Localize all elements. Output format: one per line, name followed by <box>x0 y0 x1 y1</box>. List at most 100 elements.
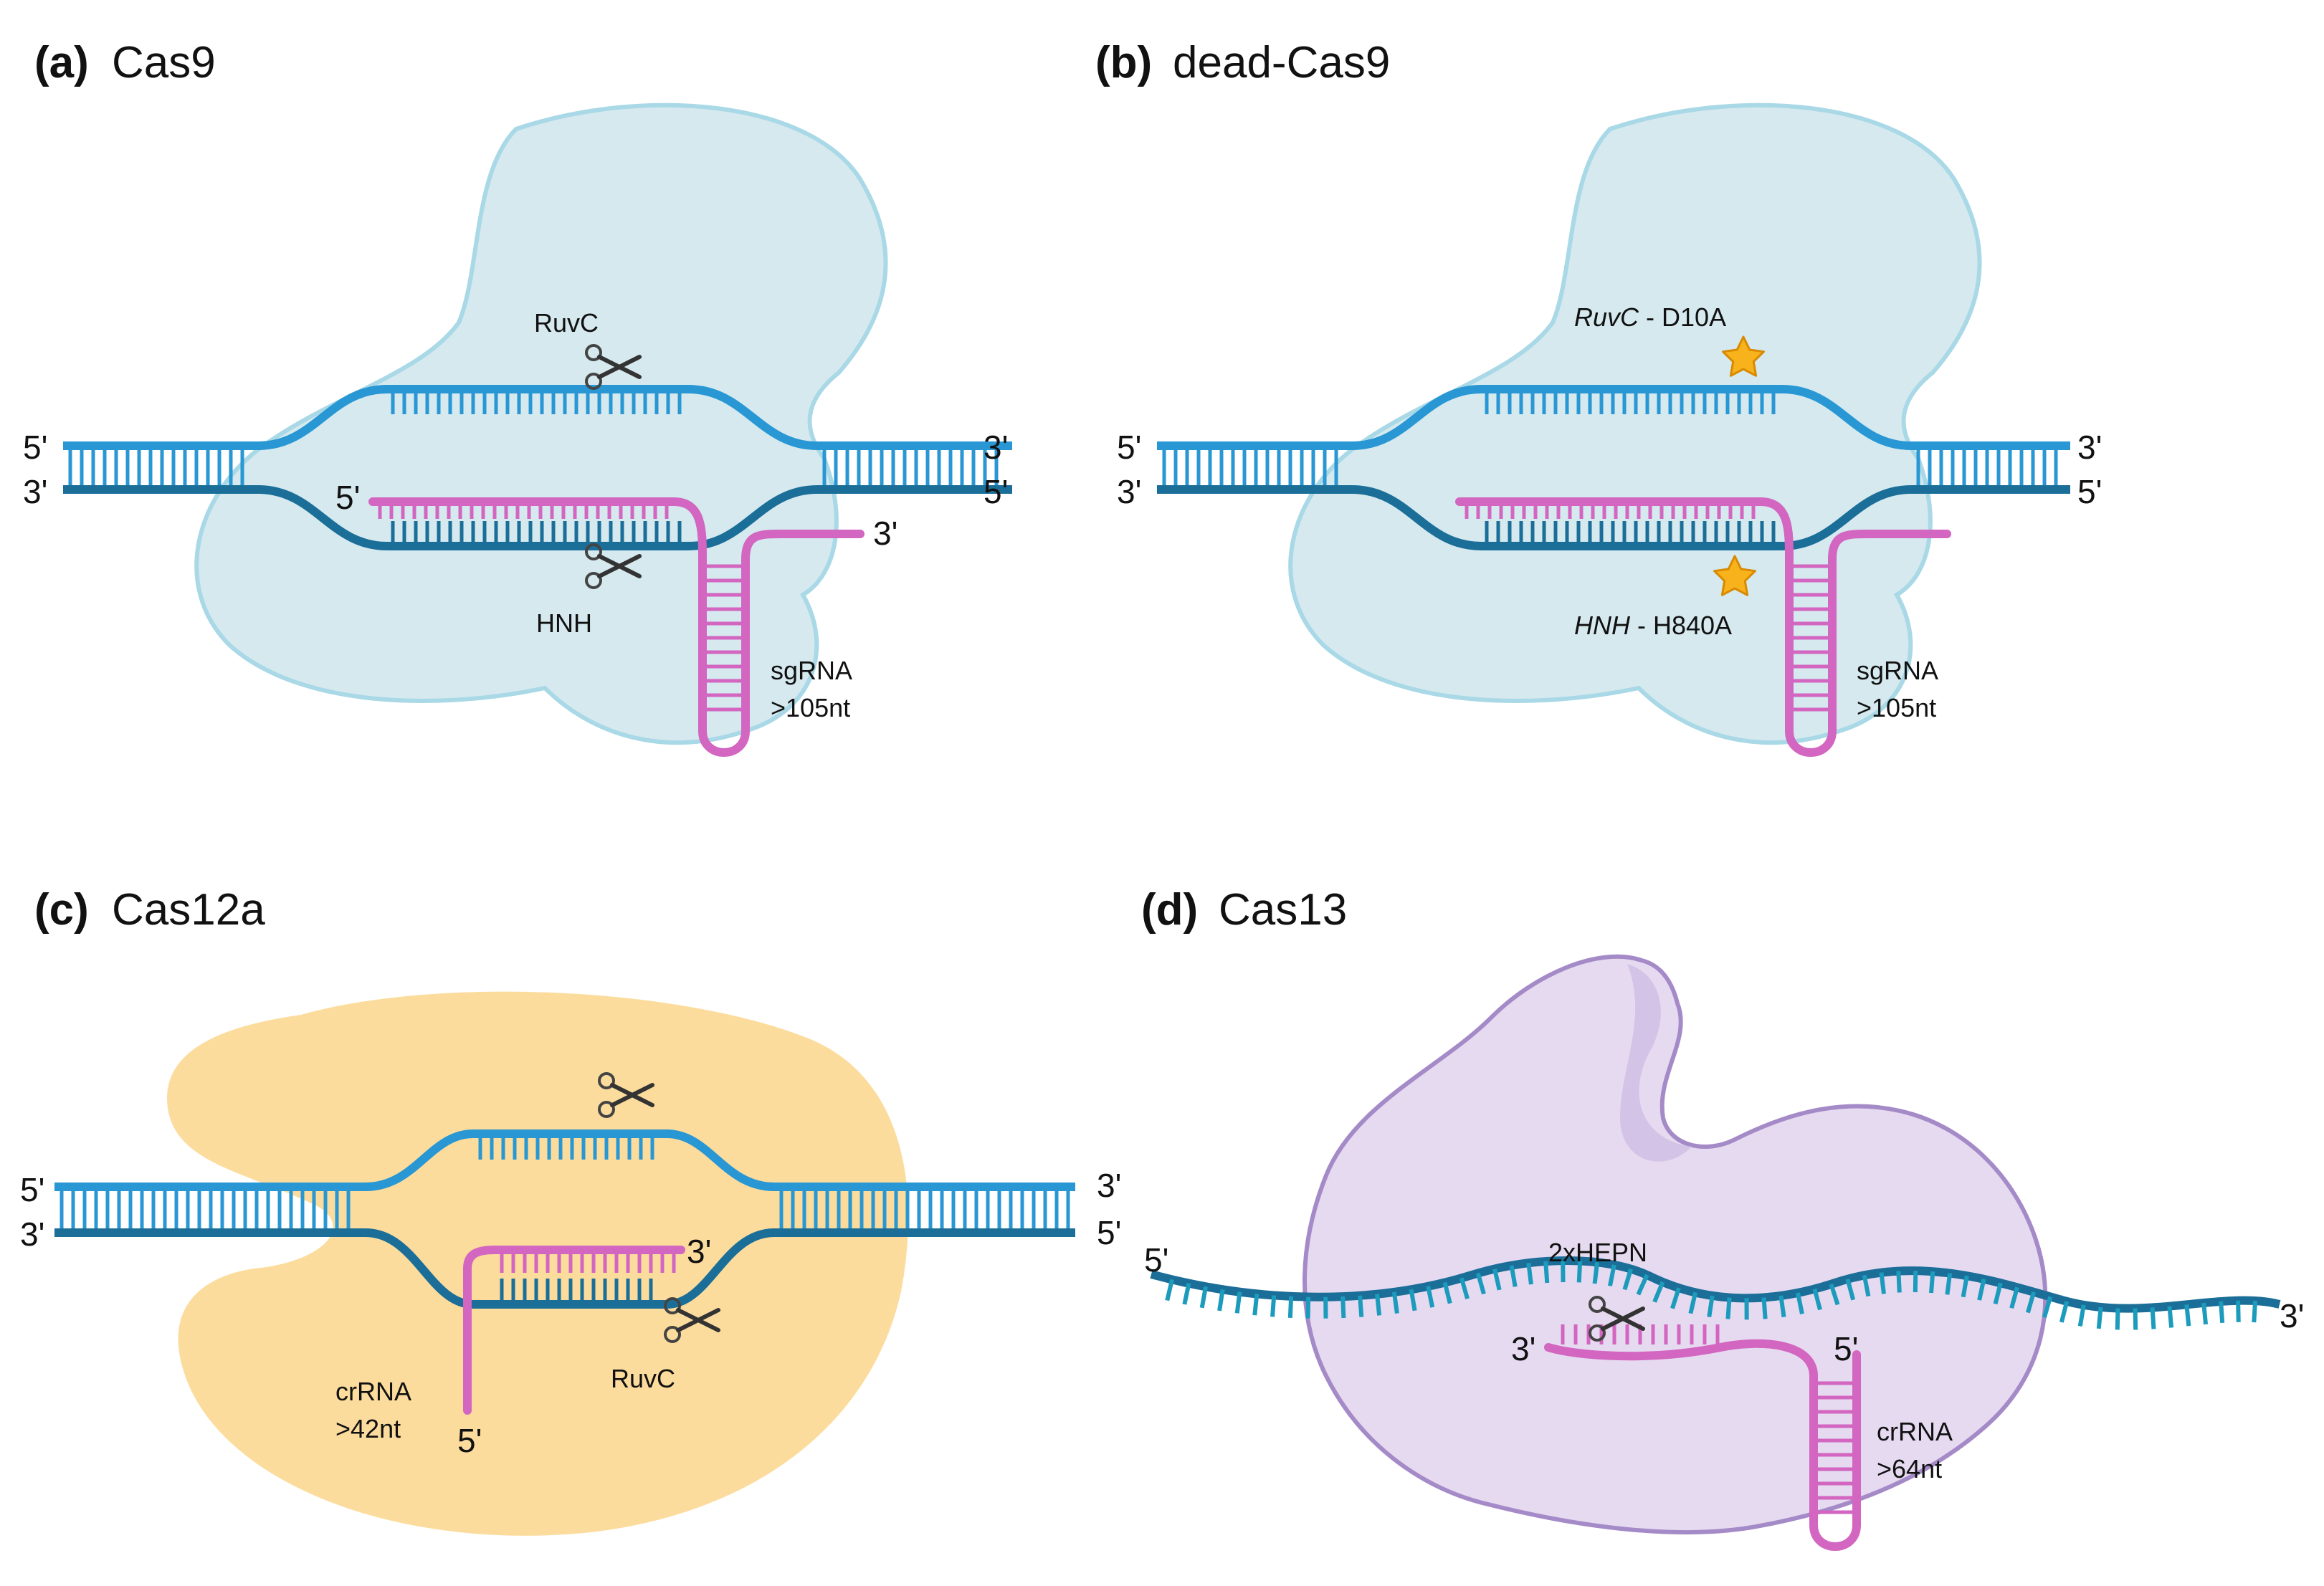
base-rung <box>1652 1281 1665 1303</box>
base-rung <box>1576 1261 1583 1283</box>
crrna-name: crRNA <box>1877 1417 1953 1446</box>
base-rung <box>1442 1281 1452 1304</box>
panel-a: (a) Cas9 RuvC HNH 5' 3' 3' 5' 5' 3' sgRN… <box>23 38 1012 757</box>
base-rung <box>1234 1291 1242 1314</box>
base-rung <box>1391 1291 1399 1314</box>
panel-c-title: Cas12a <box>112 885 265 935</box>
dna-top-left-end: 5' <box>1117 429 1141 466</box>
crrna <box>463 1246 685 1415</box>
base-rung <box>2077 1304 2086 1327</box>
sgrna-name: sgRNA <box>1857 656 1938 685</box>
target-dna <box>63 385 1012 550</box>
base-rung <box>1670 1287 1681 1309</box>
cas9-protein-body <box>194 102 888 745</box>
crrna <box>1544 1324 1861 1551</box>
base-rung <box>1945 1273 1953 1295</box>
base-rung <box>1707 1295 1715 1318</box>
base-rung <box>1375 1294 1382 1316</box>
base-rung <box>1305 1296 1311 1319</box>
dna-top-left-end: 5' <box>20 1171 44 1208</box>
base-rung <box>1688 1291 1698 1314</box>
base-rung <box>2150 1307 2156 1329</box>
target-rna <box>1150 1256 2281 1330</box>
base-rung <box>1287 1296 1294 1318</box>
base-rung <box>1796 1292 1804 1314</box>
crrna-length: >64nt <box>1877 1454 1942 1484</box>
base-rung <box>1252 1294 1259 1316</box>
base-rung <box>1426 1286 1435 1308</box>
base-rung <box>1896 1271 1902 1293</box>
base-rung <box>1182 1283 1191 1305</box>
target-rna-3-end: 3' <box>2280 1297 2304 1334</box>
dna-bottom-right-end: 5' <box>1097 1214 1121 1251</box>
base-rung <box>1509 1265 1518 1287</box>
base-rung <box>1862 1274 1871 1297</box>
dna-top-right-end: 3' <box>2077 429 2102 466</box>
base-rung <box>2026 1291 2037 1314</box>
panel-d-letter: (d) <box>1141 885 1198 935</box>
sgrna-length: >105nt <box>1857 693 1936 722</box>
base-rung <box>2096 1306 2103 1329</box>
base-rung <box>1543 1261 1550 1284</box>
base-rung <box>1977 1279 1986 1301</box>
base-rung <box>2059 1301 2070 1323</box>
base-rung <box>2219 1301 2225 1324</box>
base-rung <box>1812 1288 1822 1311</box>
target-dna <box>54 1129 1075 1309</box>
base-rung <box>2133 1308 2138 1330</box>
ruvc-mutation-label: RuvC - D10A <box>1574 302 1726 332</box>
sgrna-name: sgRNA <box>771 656 852 685</box>
panel-b-letter: (b) <box>1095 38 1152 87</box>
hepn-label: 2xHEPN <box>1548 1238 1647 1267</box>
dna-bottom-left-end: 3' <box>20 1215 44 1253</box>
dna-bottom-left-end: 3' <box>23 473 47 510</box>
sgrna <box>368 497 865 757</box>
base-rung <box>1778 1295 1786 1318</box>
base-rung <box>1913 1271 1918 1293</box>
base-rung <box>1526 1263 1533 1285</box>
sgrna <box>1455 497 1951 757</box>
base-rung <box>1492 1268 1502 1291</box>
dcas9-protein-body <box>1288 102 1982 745</box>
base-rung <box>1608 1264 1616 1286</box>
panel-b-title: dead-Cas9 <box>1173 38 1390 87</box>
ruvc-label: RuvC <box>534 308 599 338</box>
panel-a-letter: (a) <box>34 38 89 87</box>
base-rung <box>1993 1282 2003 1305</box>
base-rung <box>2184 1304 2191 1327</box>
crrna-5-end: 5' <box>457 1422 482 1459</box>
panel-d-title: Cas13 <box>1219 885 1347 935</box>
dna-bottom-right-end: 5' <box>984 473 1008 510</box>
base-rung <box>2236 1300 2241 1322</box>
base-rung <box>1725 1297 1732 1319</box>
base-rung <box>1636 1274 1649 1296</box>
crrna-3-end: 3' <box>687 1233 711 1270</box>
base-rung <box>1459 1277 1470 1299</box>
crrna-length: >42nt <box>335 1414 401 1443</box>
base-rung <box>2042 1296 2053 1319</box>
hnh-mutation-label: HNH - H840A <box>1574 611 1732 640</box>
base-rung <box>1879 1272 1886 1294</box>
crrna-5-end: 5' <box>1834 1330 1858 1367</box>
base-rung <box>1270 1295 1277 1317</box>
crrna-3-end: 3' <box>1511 1330 1535 1367</box>
sgrna-5-end: 5' <box>335 479 360 516</box>
base-rung <box>1829 1283 1840 1306</box>
base-rung <box>2252 1300 2258 1323</box>
panel-b: (b) dead-Cas9 RuvC - D10A HNH - H840A 5'… <box>1095 38 2102 757</box>
sgrna-3-end: 3' <box>873 515 897 552</box>
panel-c: (c) Cas12a RuvC crRNA >42nt 5' 3' 3' 5' … <box>20 885 1121 1536</box>
dna-top-right-end: 3' <box>984 429 1008 466</box>
base-rung <box>1761 1297 1768 1319</box>
hnh-label: HNH <box>536 608 592 638</box>
base-rung <box>1961 1275 1969 1298</box>
base-rung <box>1199 1286 1208 1309</box>
base-rung <box>1845 1278 1856 1301</box>
base-rung <box>1358 1295 1364 1317</box>
panel-d: (d) Cas13 2xHEPN 5' 3' 3' 5' crRNA >64nt <box>1141 885 2304 1551</box>
target-rna-5-end: 5' <box>1144 1241 1168 1279</box>
dna-bottom-left-end: 3' <box>1117 473 1141 510</box>
dna-top-left-end: 5' <box>23 429 47 466</box>
crrna-name: crRNA <box>335 1377 411 1406</box>
